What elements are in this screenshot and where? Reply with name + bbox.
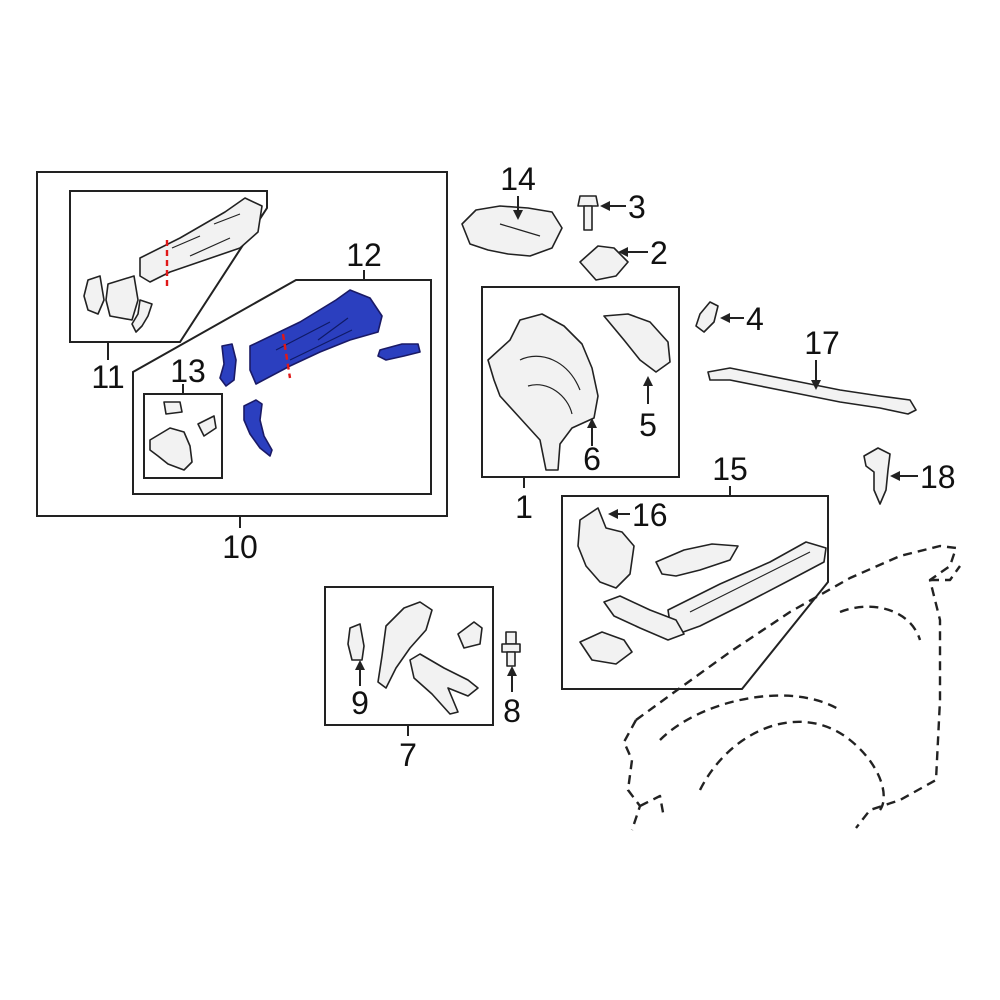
part-16-bracket[interactable]	[577, 507, 635, 589]
part-8-stud[interactable]	[501, 631, 521, 667]
part-17-brace[interactable]	[707, 367, 917, 415]
part-2-bracket[interactable]	[579, 245, 629, 281]
part-4-clip[interactable]	[695, 301, 719, 333]
callout-1: 1	[515, 489, 533, 525]
part-13-nut[interactable]	[163, 401, 183, 415]
callout-5: 5	[639, 407, 657, 443]
part-7-clip[interactable]	[457, 621, 483, 649]
part-9-bracket[interactable]	[347, 623, 365, 661]
part-12-front-side-member[interactable]	[249, 289, 383, 385]
part-6-wheelhouse-panel[interactable]	[487, 313, 599, 471]
callout-13: 13	[170, 353, 206, 389]
callout-18: 18	[920, 459, 956, 495]
part-7-lower-bracket[interactable]	[409, 653, 479, 715]
callout-16: 16	[632, 497, 668, 533]
part-15-end-bracket[interactable]	[579, 631, 633, 665]
part-15-upper-panel[interactable]	[655, 543, 739, 577]
callout-15: 15	[712, 451, 748, 487]
part-18-bracket[interactable]	[863, 447, 891, 505]
part-15-lower-extension[interactable]	[603, 595, 685, 641]
callout-8: 8	[503, 693, 521, 729]
part-5-wheelhouse-extension[interactable]	[603, 313, 671, 373]
part-13-bracket[interactable]	[149, 427, 193, 471]
part-11-bracket-a[interactable]	[105, 275, 139, 321]
part-12-lower-extension[interactable]	[243, 399, 273, 457]
group-15-box	[561, 486, 829, 690]
callout-10: 10	[222, 529, 258, 565]
callout-9: 9	[351, 685, 369, 721]
part-7-reinforcement[interactable]	[377, 601, 433, 689]
group-13-box	[143, 384, 223, 479]
part-3-bolt[interactable]	[577, 195, 599, 231]
callout-11: 11	[91, 359, 124, 395]
part-11-clip[interactable]	[131, 299, 153, 333]
callout-3: 3	[628, 189, 646, 225]
part-11-bracket-b[interactable]	[83, 275, 105, 315]
part-12-end-plate[interactable]	[377, 343, 421, 361]
callout-14: 14	[500, 161, 536, 197]
part-14-upper-bracket[interactable]	[461, 205, 563, 257]
fender-outline	[622, 544, 961, 831]
group-1-box	[481, 286, 680, 488]
part-15-side-sill[interactable]	[667, 541, 827, 637]
callout-4: 4	[746, 301, 764, 337]
callout-2: 2	[650, 235, 668, 271]
part-11-apron-panel[interactable]	[139, 197, 263, 283]
callout-12: 12	[346, 237, 382, 273]
callout-17: 17	[804, 325, 840, 361]
part-12-side-bracket[interactable]	[219, 343, 237, 387]
callout-7: 7	[399, 737, 417, 773]
callout-6: 6	[583, 441, 601, 477]
part-13-clip[interactable]	[197, 415, 217, 437]
group-11-box	[69, 190, 268, 360]
group-7-box	[324, 586, 494, 736]
